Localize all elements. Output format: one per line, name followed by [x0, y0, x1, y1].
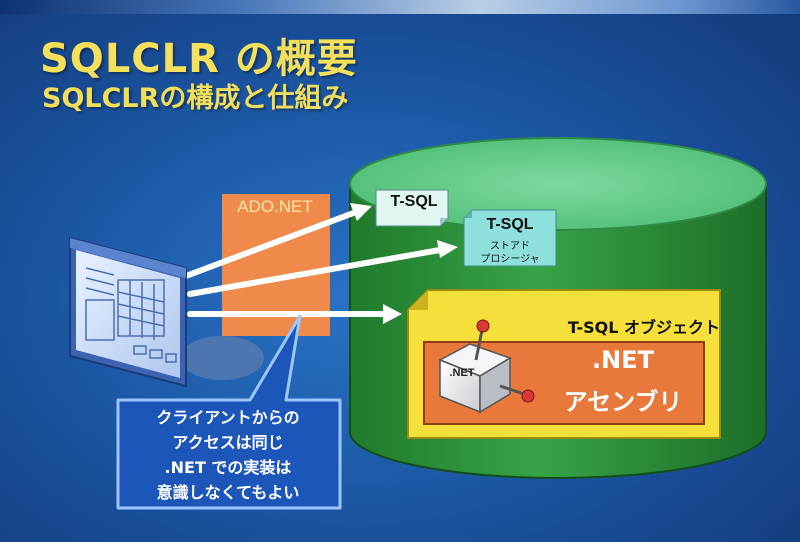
stored-procedure-line-1: ストアド [490, 241, 530, 252]
arrows [183, 203, 458, 324]
callout-line-3: .NET での実装は [164, 458, 292, 477]
callout-line-1: クライアントからの [156, 408, 300, 427]
callout-line-2: アクセスは同じ [172, 433, 284, 452]
top-decoration-strip [0, 0, 800, 14]
client-application-icon [69, 236, 187, 388]
tsql-note [375, 189, 449, 227]
assembly-line-1: .NET [592, 346, 654, 374]
cube-net-label: .NET [449, 367, 475, 379]
callout-bubble [116, 314, 342, 510]
slide-title: SQLCLR の概要 [40, 36, 358, 82]
stored-procedure-line-2: プロシージャ [480, 254, 540, 265]
stored-procedure-note [463, 209, 557, 267]
tsql-object-label: T-SQL オブジェクト [567, 318, 720, 337]
ado-net-label: ADO.NET [237, 197, 313, 216]
client-shadow [180, 336, 264, 380]
assembly-line-2: アセンブリ [563, 388, 683, 416]
slide-subtitle: SQLCLRの構成と仕組み [42, 83, 349, 114]
callout-line-4: 意識しなくてもよい [156, 483, 300, 502]
net-cube-icon [438, 319, 535, 414]
stored-procedure-title: T-SQL [486, 216, 534, 233]
tsql-note-label: T-SQL [390, 193, 438, 210]
